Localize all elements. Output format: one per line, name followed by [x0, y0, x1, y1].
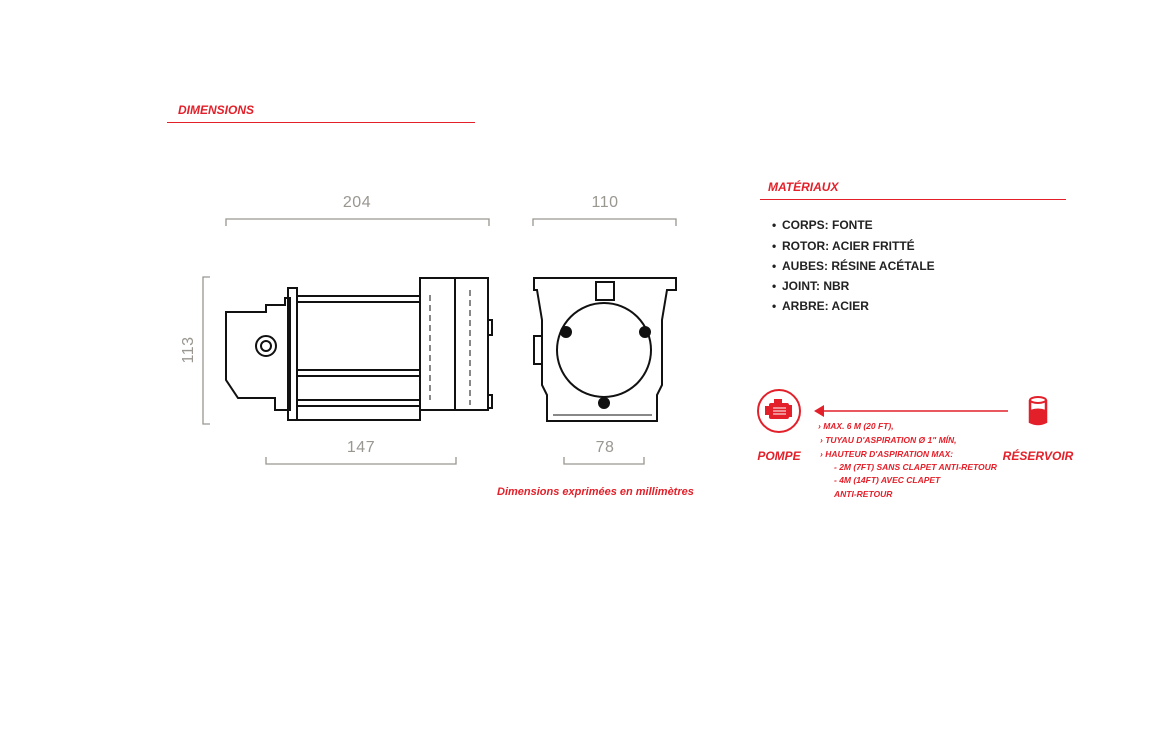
suction-note: ANTI-RETOUR [834, 489, 893, 499]
list-item: •ARBRE: ACIER [772, 299, 869, 313]
dim-line-width [532, 218, 677, 226]
materials-heading: MATÉRIAUX [768, 180, 839, 194]
dim-width-label: 110 [591, 194, 619, 211]
materials-rule [760, 199, 1066, 200]
dim-length-label: 204 [342, 194, 372, 211]
reservoir-icon [1028, 396, 1048, 426]
dim-base-length-label: 147 [346, 439, 376, 456]
suction-note: - 2M (7FT) SANS CLAPET ANTI-RETOUR [834, 462, 997, 472]
dim-line-base-width [563, 457, 645, 465]
material-text: JOINT: NBR [782, 279, 850, 293]
dim-line-length [225, 218, 490, 226]
dimensions-heading: DIMENSIONS [178, 103, 255, 117]
pump-icon [757, 389, 801, 433]
side-view [225, 277, 493, 421]
suction-note: - 4M (14FT) AVEC CLAPET [834, 475, 941, 485]
material-text: CORPS: FONTE [782, 218, 873, 232]
suction-note: › MAX. 6 M (20 FT), [818, 421, 894, 431]
dim-base-width-label: 78 [595, 439, 615, 456]
list-item: •ROTOR: ACIER FRITTÉ [772, 239, 915, 253]
reservoir-label: RÉSERVOIR [1002, 449, 1074, 463]
pump-label: POMPE [757, 449, 801, 463]
dimension-lines [202, 218, 677, 465]
dimensions-footnote: Dimensions exprimées en millimètres [497, 486, 694, 498]
list-item: •CORPS: FONTE [772, 218, 873, 232]
suction-diagram [757, 389, 1048, 433]
arrow-icon [814, 405, 1008, 417]
material-text: AUBES: RÉSINE ACÉTALE [782, 259, 935, 273]
suction-note: › HAUTEUR D'ASPIRATION MAX: [820, 449, 954, 459]
dim-line-base-length [265, 457, 457, 465]
dim-line-height [202, 276, 210, 425]
dimensions-rule [167, 122, 475, 123]
list-item: •JOINT: NBR [772, 279, 850, 293]
front-view [533, 277, 677, 422]
list-item: •AUBES: RÉSINE ACÉTALE [772, 259, 935, 273]
material-text: ROTOR: ACIER FRITTÉ [782, 239, 915, 253]
suction-note: › TUYAU D'ASPIRATION Ø 1" MÍN, [820, 435, 957, 445]
material-text: ARBRE: ACIER [782, 299, 869, 313]
